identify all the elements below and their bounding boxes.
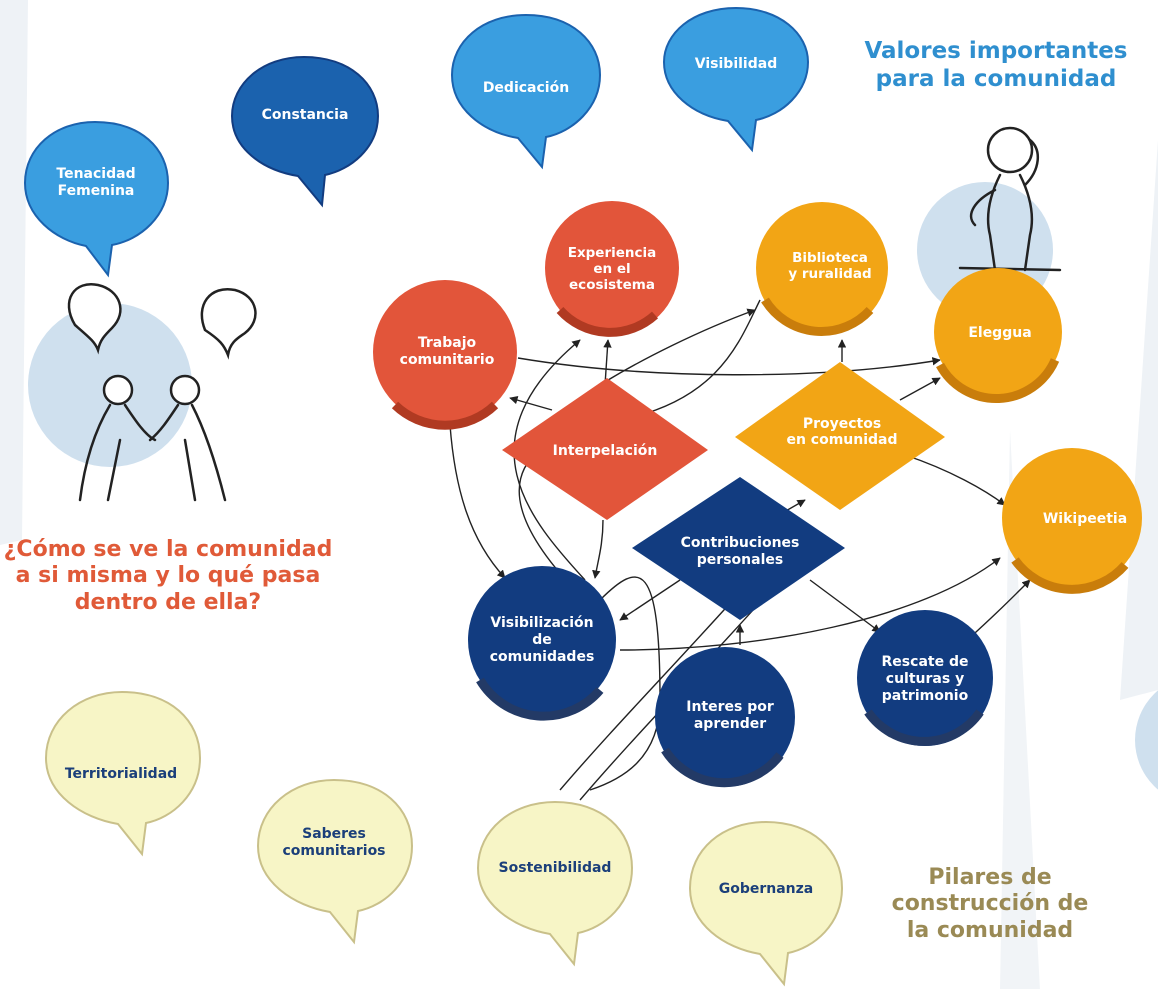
value-bubble-visibilidad: Visibilidad [662,6,810,153]
pillar-bubble-gobernanza: Gobernanza [688,820,844,987]
pillar-label: Gobernanza [719,881,814,897]
svg-text:Territorialidad: Territorialidad [65,766,177,782]
node-label: de [532,632,552,648]
question-line: dentro de ella? [74,589,262,615]
svg-text:Dedicación: Dedicación [483,80,569,96]
value-label: Tenacidad [56,166,135,182]
value-label: Femenina [58,183,135,199]
thinking-person-icon [958,126,1062,272]
diamond-label: en comunidad [786,432,897,448]
pillar-label: comunitarios [282,843,385,859]
node-label: aprender [694,716,766,732]
node-label: Trabajo [418,335,477,351]
diamond-interpelacion: Interpelación [502,378,708,520]
node-label: ecosistema [569,277,655,293]
node-label: Eleggua [968,325,1031,341]
diamond-label: personales [697,552,783,568]
svg-text:Constancia: Constancia [262,107,349,123]
node-label: en el [593,261,630,277]
value-label: Constancia [262,107,349,123]
node-label: Visibilización [490,615,593,631]
values-title-line: Valores importantes [864,38,1128,64]
pillar-bubble-sostenibilidad: Sostenibilidad [476,800,634,967]
pillar-label: Saberes [302,826,366,842]
pillars-title-line: construcción de [891,891,1089,917]
node-label: comunitario [400,352,495,368]
value-label: Visibilidad [695,56,777,72]
node-label: Wikipeetia [1043,511,1127,527]
question-line: a si misma y lo qué pasa [15,563,321,589]
pillar-label: Sostenibilidad [499,860,612,876]
node-label: comunidades [490,649,595,665]
value-label: Dedicación [483,80,569,96]
values-title-line: para la comunidad [875,65,1117,92]
pillar-label: Territorialidad [65,766,177,782]
node-label: Interes por [686,699,774,715]
value-bubble-dedicacion: Dedicación [450,13,602,170]
svg-text:Sostenibilidad: Sostenibilidad [499,860,612,876]
pillar-bubble-territorialidad: Territorialidad [44,690,202,857]
pillars-title-line: Pilares de [928,865,1052,890]
diamond-label: Contribuciones [681,535,800,551]
svg-text:Eleggua: Eleggua [968,325,1031,341]
community-question: ¿Cómo se ve la comunidad a si misma y lo… [0,537,388,616]
node-eleggua: Eleggua [934,268,1062,403]
diamond-label: Interpelación [553,443,658,459]
svg-text:Gobernanza: Gobernanza [719,881,814,897]
svg-text:Visibilidad: Visibilidad [695,56,777,72]
node-wikipeetia: Wikipeetia [1002,448,1142,594]
node-label: Experiencia [568,245,657,261]
pillars-title: Pilares de construcción de la comunidad [870,865,1110,944]
pillars-title-line: la comunidad [906,917,1074,943]
handshake-people-icon [67,282,257,502]
svg-text:Wikipeetia: Wikipeetia [1043,511,1127,527]
svg-text:Interpelación: Interpelación [553,443,658,459]
node-label: Rescate de [882,654,969,670]
node-label: y ruralidad [788,266,871,282]
node-label: culturas y [886,671,964,687]
value-bubble-constancia: Constancia [230,55,380,208]
node-label: Biblioteca [792,250,868,266]
values-title: Valores importantes para la comunidad [838,38,1154,93]
question-line: ¿Cómo se ve la comunidad [3,537,333,562]
node-label: patrimonio [882,688,969,704]
diamond-label: Proyectos [803,416,881,432]
